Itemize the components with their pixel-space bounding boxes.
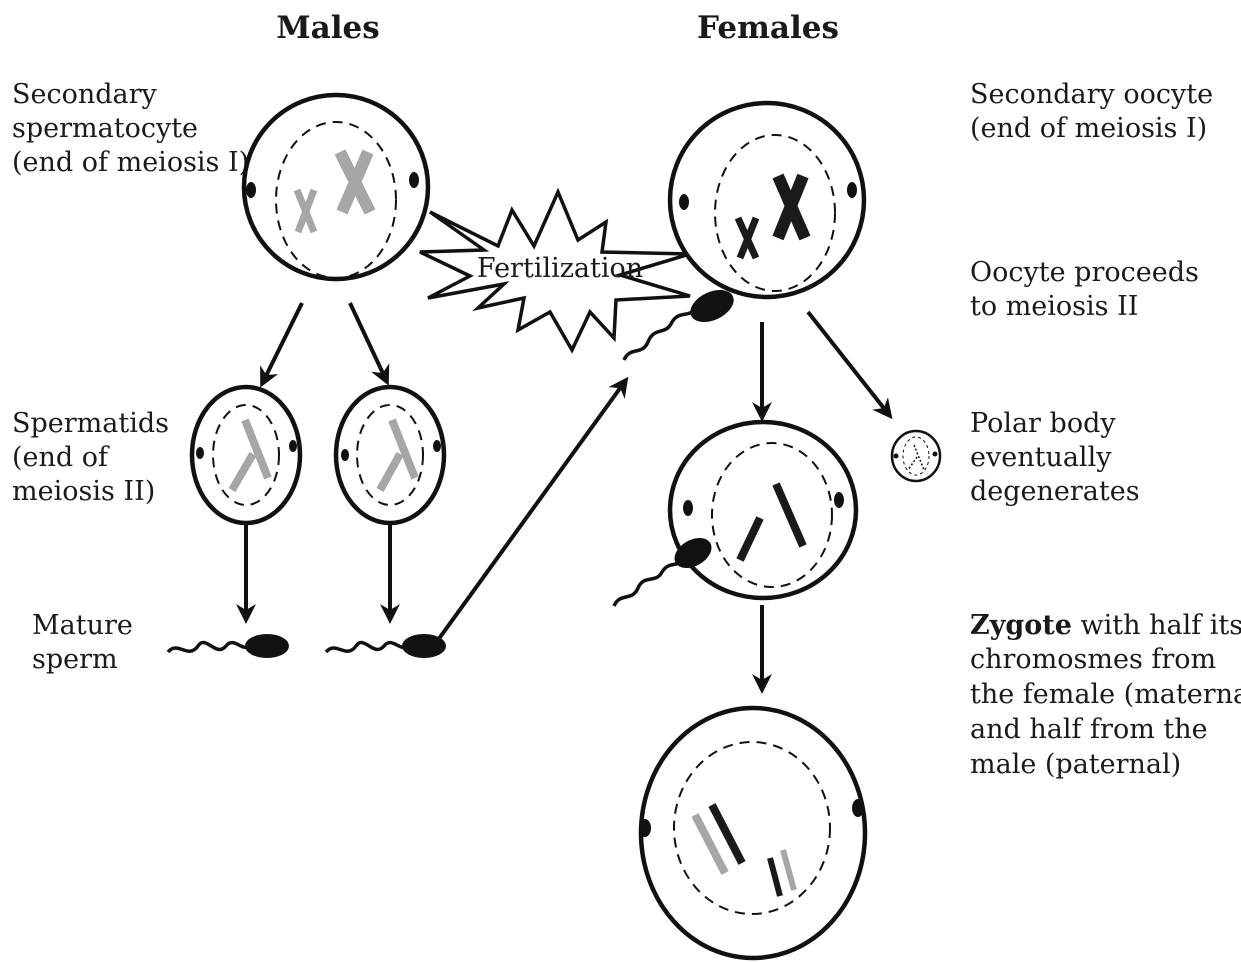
- svg-text:sperm: sperm: [32, 644, 118, 675]
- svg-text:Mature: Mature: [32, 610, 133, 641]
- svg-text:degenerates: degenerates: [970, 476, 1140, 507]
- svg-text:and half from the: and half from the: [970, 714, 1208, 745]
- sperm-1: [168, 634, 289, 658]
- secondary-oocyte-cell: [670, 103, 864, 297]
- sperm-2: [326, 634, 446, 658]
- svg-text:the female (maternal): the female (maternal): [970, 679, 1241, 710]
- svg-text:Secondary: Secondary: [12, 79, 158, 110]
- secondary-oocyte-label: Secondary oocyte (end of meiosis I): [970, 79, 1213, 144]
- spermatid-cell-2: [336, 387, 444, 523]
- svg-text:Zygote with half its: Zygote with half its: [970, 610, 1241, 641]
- svg-text:Polar body: Polar body: [970, 408, 1116, 439]
- svg-text:to meiosis II: to meiosis II: [970, 291, 1138, 322]
- svg-text:chromosmes from: chromosmes from: [970, 644, 1216, 675]
- zygote-cell: [639, 708, 865, 958]
- spermatids-label: Spermatids (end of meiosis II): [12, 408, 169, 507]
- svg-text:(end of meiosis I): (end of meiosis I): [12, 147, 249, 178]
- mature-sperm-label: Mature sperm: [32, 610, 133, 675]
- svg-text:(end of meiosis I): (end of meiosis I): [970, 113, 1207, 144]
- svg-text:(end of: (end of: [12, 442, 110, 473]
- secondary-spermatocyte-cell: [244, 95, 428, 279]
- zygote-label: Zygote with half its chromosmes from the…: [970, 610, 1241, 780]
- svg-text:Oocyte proceeds: Oocyte proceeds: [970, 257, 1199, 288]
- svg-text:spermatocyte: spermatocyte: [12, 113, 198, 144]
- secondary-spermatocyte-label: Secondary spermatocyte (end of meiosis I…: [12, 79, 249, 178]
- fertilization-burst: Fertilization: [420, 192, 690, 350]
- svg-text:male (paternal): male (paternal): [970, 749, 1181, 780]
- svg-text:meiosis II): meiosis II): [12, 476, 155, 507]
- fertilization-label: Fertilization: [477, 253, 643, 284]
- polar-body-label: Polar body eventually degenerates: [970, 408, 1140, 507]
- fertilized-oocyte-cell: [670, 422, 856, 598]
- polar-body-cell: [892, 431, 940, 481]
- svg-text:Spermatids: Spermatids: [12, 408, 169, 439]
- females-title: Females: [697, 10, 839, 46]
- spermatid-cell-1: [192, 387, 300, 523]
- svg-text:Secondary oocyte: Secondary oocyte: [970, 79, 1213, 110]
- svg-text:eventually: eventually: [970, 442, 1112, 473]
- oocyte-meiosis-label: Oocyte proceeds to meiosis II: [970, 257, 1199, 322]
- males-title: Males: [276, 10, 379, 46]
